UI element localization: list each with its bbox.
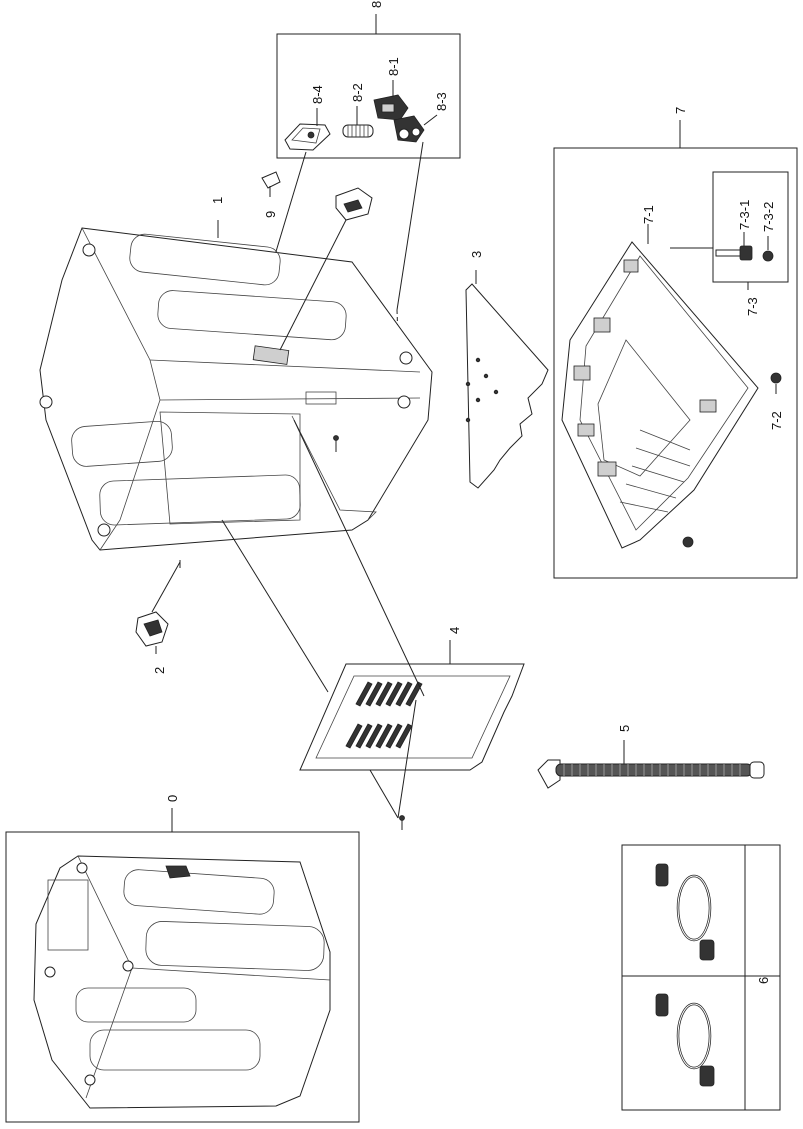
assembled-unit-drawing [33,855,331,1109]
leader-4-right [293,419,425,697]
part-3: 3 [465,251,549,489]
part-5: 5 [537,725,765,789]
label-7-3: 7-3 [745,297,760,316]
label-7-3-1: 7-3-1 [737,200,752,230]
label-8-1: 8-1 [386,57,401,76]
part-8-3-drawing [393,114,438,143]
part-7-1-drawing [561,224,759,549]
inlet-hose-2-drawing [655,993,715,1087]
leader-4-left [221,519,329,693]
part-8-1-drawing [373,80,409,121]
leader-8-3 [396,141,424,311]
leader-4-screw-b [369,769,399,819]
label-9: 9 [263,211,278,218]
part-9: 9 [261,171,281,218]
screw-cabinet [333,435,339,452]
part-4: 4 [299,627,525,771]
part-7-3-1-bolt [715,232,753,261]
part-8-4-drawing [284,108,331,151]
part-1-cabinet: 1 [39,197,433,568]
part-2: 2 [135,561,181,674]
label-8-3: 8-3 [434,92,449,111]
part-7-3-2-nut [762,236,774,262]
label-1: 1 [210,197,225,204]
label-8-2: 8-2 [350,83,365,102]
screw-bottom [399,815,405,830]
label-7-1: 7-1 [641,205,656,224]
part-7-box: 7 7-1 [553,107,798,579]
label-8-4: 8-4 [310,85,325,104]
leader-4-screw-a [397,699,417,819]
label-8: 8 [369,1,384,8]
label-5: 5 [617,725,632,732]
part-7-3-box: 7-3-1 7-3-2 [670,171,789,283]
handle-upper [279,187,373,351]
label-3: 3 [469,251,484,258]
part-8-box: 8 8-4 8-2 8-1 8-3 [276,1,461,159]
label-2: 2 [152,667,167,674]
label-6: 6 [756,977,771,984]
label-0: 0 [165,795,180,802]
part-0-box: 0 [5,795,360,1123]
label-7-2: 7-2 [769,411,784,430]
label-7: 7 [673,107,688,114]
label-7-3-2: 7-3-2 [761,202,776,232]
part-7-2-drawing [770,372,782,394]
part-6-box: 6 [621,844,781,1111]
label-4: 4 [447,627,462,634]
part-8-2-drawing [342,106,374,138]
inlet-hose-1-drawing [655,863,715,961]
